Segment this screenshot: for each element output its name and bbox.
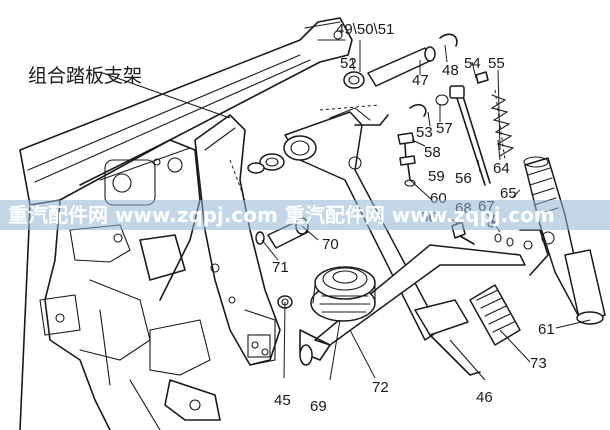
label-53: 53 [416, 124, 433, 141]
label-56: 56 [455, 170, 472, 187]
label-46: 46 [476, 389, 493, 406]
diagram-title: 组合踏板支架 [28, 65, 142, 87]
master-cylinder [519, 156, 606, 325]
watermark-text: 重汽配件网 www.zqpj.com 重汽配件网 www.zqpj.com [8, 203, 555, 227]
label-55: 55 [488, 55, 505, 72]
label-48: 48 [442, 62, 459, 79]
bolt-set [397, 132, 416, 187]
label-59: 59 [428, 168, 445, 185]
label-61: 61 [538, 321, 555, 338]
label-58: 58 [424, 144, 441, 161]
label-45: 45 [274, 392, 291, 409]
watermark: 重汽配件网 www.zqpj.com 重汽配件网 www.zqpj.com [0, 200, 610, 230]
label-47: 47 [412, 72, 429, 89]
label-71: 71 [272, 259, 289, 276]
label-65: 65 [500, 185, 517, 202]
label-73: 73 [530, 355, 547, 372]
watermark-band [0, 200, 610, 230]
label-57: 57 [436, 120, 453, 137]
label-54: 54 [464, 55, 481, 72]
label-52: 52 [340, 55, 357, 72]
brake-pedal [277, 244, 526, 376]
label-70: 70 [322, 236, 339, 253]
label-64: 64 [493, 160, 510, 177]
label-72: 72 [372, 379, 389, 396]
bracket-side-plate [194, 114, 281, 366]
label-69: 69 [310, 398, 327, 415]
label-49-50-51: 49\50\51 [336, 21, 394, 38]
bushing-set [247, 33, 458, 174]
